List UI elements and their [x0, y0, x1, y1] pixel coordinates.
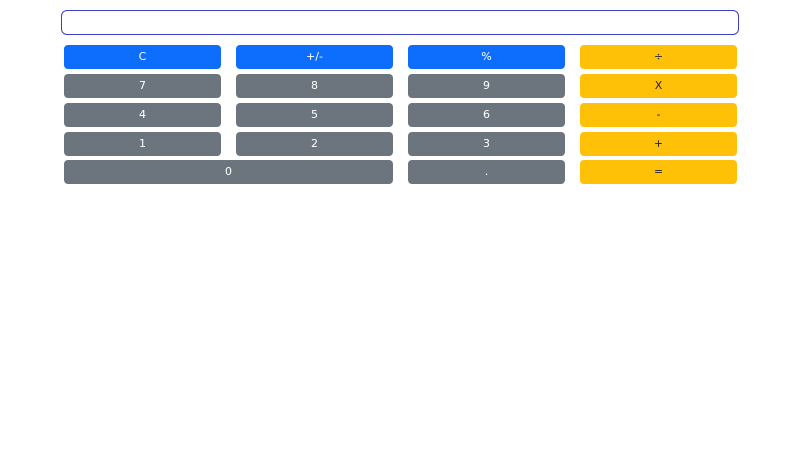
digit-0-button[interactable]: 0 [64, 160, 393, 184]
digit-4-button[interactable]: 4 [64, 103, 221, 127]
digit-3-button[interactable]: 3 [408, 132, 565, 156]
calculator: C +/- % ÷ 7 8 9 X 4 5 6 - 1 2 3 + 0 . = [61, 10, 739, 184]
percent-button[interactable]: % [408, 45, 565, 69]
decimal-point-button[interactable]: . [408, 160, 565, 184]
digit-7-button[interactable]: 7 [64, 74, 221, 98]
digit-8-button[interactable]: 8 [236, 74, 393, 98]
add-button[interactable]: + [580, 132, 737, 156]
subtract-button[interactable]: - [580, 103, 737, 127]
digit-1-button[interactable]: 1 [64, 132, 221, 156]
digit-5-button[interactable]: 5 [236, 103, 393, 127]
digit-9-button[interactable]: 9 [408, 74, 565, 98]
equals-button[interactable]: = [580, 160, 737, 184]
digit-6-button[interactable]: 6 [408, 103, 565, 127]
keypad: C +/- % ÷ 7 8 9 X 4 5 6 - 1 2 3 + 0 . = [64, 45, 737, 184]
digit-2-button[interactable]: 2 [236, 132, 393, 156]
calculator-display[interactable] [61, 10, 739, 35]
multiply-button[interactable]: X [580, 74, 737, 98]
toggle-sign-button[interactable]: +/- [236, 45, 393, 69]
divide-button[interactable]: ÷ [580, 45, 737, 69]
clear-button[interactable]: C [64, 45, 221, 69]
